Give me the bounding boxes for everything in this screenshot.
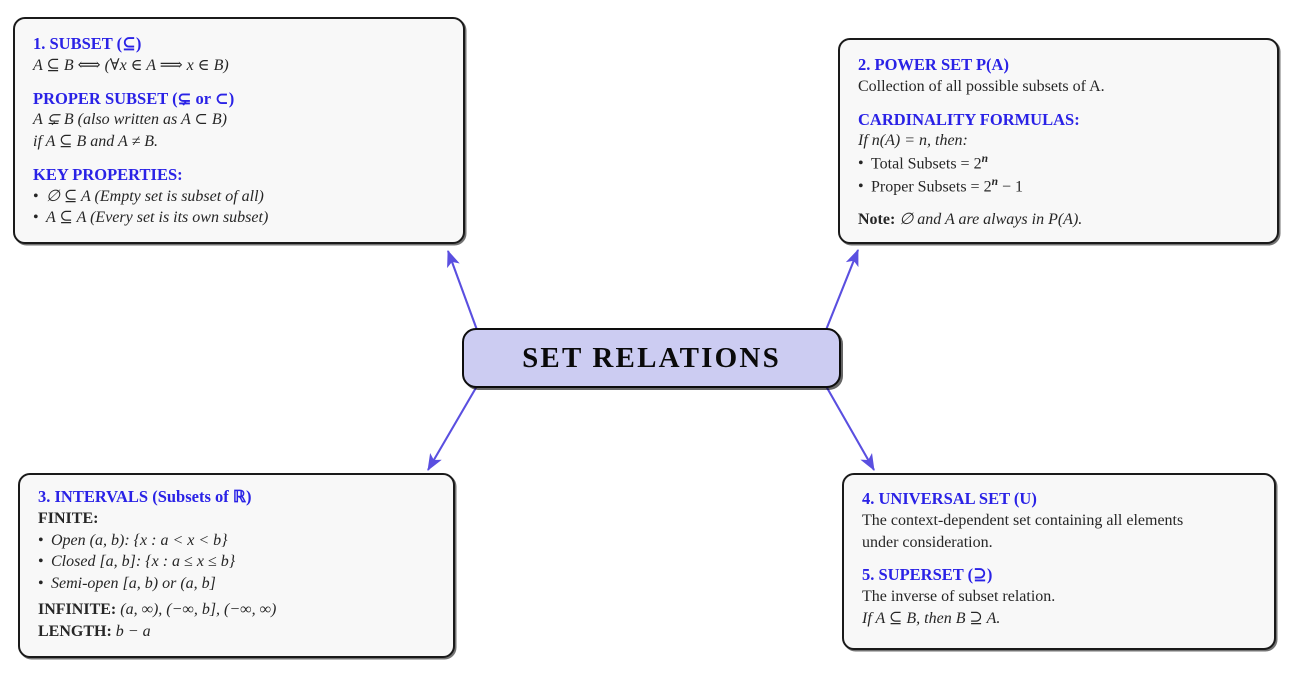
length-row: LENGTH: b − a — [38, 621, 435, 643]
proper-subsets-text: Proper Subsets = 2 — [871, 178, 992, 196]
intervals-heading: 3. INTERVALS (Subsets of ℝ) — [38, 487, 252, 506]
superset-line-2: If A ⊆ B, then B ⊇ A. — [862, 609, 1001, 627]
infinite-value: (a, ∞), (−∞, b], (−∞, ∞) — [120, 600, 277, 618]
infinite-row: INFINITE: (a, ∞), (−∞, b], (−∞, ∞) — [38, 599, 435, 621]
arrow-center-to-subset — [447, 250, 478, 331]
infinite-label: INFINITE: — [38, 600, 117, 618]
arrow-center-to-universal — [825, 385, 875, 471]
key-property-2: A ⊆ A (Every set is its own subset) — [33, 207, 445, 229]
subset-definition: A ⊆ B ⟺ (∀x ∈ A ⟹ x ∈ B) — [33, 56, 229, 74]
power-set-note: Note: ∅ and A are always in P(A). — [858, 209, 1259, 231]
arrow-center-to-intervals — [427, 385, 478, 471]
node-power-set[interactable]: 2. POWER SET P(A) Collection of all poss… — [838, 38, 1279, 244]
node-intervals[interactable]: 3. INTERVALS (Subsets of ℝ) FINITE: Open… — [18, 473, 455, 658]
note-text: ∅ and A are always in P(A). — [899, 211, 1083, 229]
node-intervals-content: 3. INTERVALS (Subsets of ℝ) FINITE: Open… — [20, 475, 453, 652]
node-universal-set-content: 4. UNIVERSAL SET (U) The context-depende… — [844, 475, 1274, 640]
spacer — [858, 198, 1259, 209]
proper-subsets-suffix: − 1 — [997, 178, 1024, 196]
interval-open: Open (a, b): {x : a < x < b} — [38, 530, 435, 552]
spacer — [33, 153, 445, 164]
node-subset[interactable]: 1. SUBSET (⊆) A ⊆ B ⟺ (∀x ∈ A ⟹ x ∈ B) P… — [13, 17, 465, 244]
length-value: b − a — [115, 622, 151, 640]
subset-heading: 1. SUBSET (⊆) — [33, 34, 142, 53]
total-subsets-exponent: n — [981, 153, 988, 166]
proper-subsets-exponent: n — [991, 176, 998, 189]
total-subsets-text: Total Subsets = 2 — [871, 155, 982, 173]
finite-label: FINITE: — [38, 509, 99, 527]
note-label: Note: — [858, 211, 896, 229]
cardinality-premise: If n(A) = n, then: — [858, 132, 968, 150]
key-properties-heading: KEY PROPERTIES: — [33, 164, 183, 184]
arrow-center-to-power-set — [825, 249, 859, 331]
power-set-heading: 2. POWER SET P(A) — [858, 55, 1009, 74]
spacer — [862, 553, 1256, 564]
superset-heading: 5. SUPERSET (⊇) — [862, 565, 993, 585]
cardinality-bullet-1: Total Subsets = 2n — [858, 152, 1259, 175]
node-power-set-content: 2. POWER SET P(A) Collection of all poss… — [840, 40, 1277, 241]
key-property-1: ∅ ⊆ A (Empty set is subset of all) — [33, 186, 445, 208]
power-set-definition: Collection of all possible subsets of A. — [858, 77, 1105, 95]
proper-subset-line-2: if A ⊆ B and A ≠ B. — [33, 133, 159, 151]
center-node-label: SET RELATIONS — [522, 341, 781, 374]
spacer — [858, 98, 1259, 109]
proper-subset-heading: PROPER SUBSET (⊊ or ⊂) — [33, 88, 235, 108]
universal-set-line-1: The context-dependent set containing all… — [862, 511, 1184, 529]
universal-set-heading: 4. UNIVERSAL SET (U) — [862, 489, 1037, 508]
node-universal-set[interactable]: 4. UNIVERSAL SET (U) The context-depende… — [842, 473, 1276, 650]
interval-semi-open: Semi-open [a, b) or (a, b] — [38, 573, 435, 595]
universal-set-line-2: under consideration. — [862, 533, 993, 551]
superset-line-1: The inverse of subset relation. — [862, 588, 1056, 606]
node-subset-content: 1. SUBSET (⊆) A ⊆ B ⟺ (∀x ∈ A ⟹ x ∈ B) P… — [15, 19, 463, 239]
interval-closed: Closed [a, b]: {x : a ≤ x ≤ b} — [38, 551, 435, 573]
center-node-set-relations[interactable]: SET RELATIONS — [462, 328, 841, 388]
spacer — [33, 77, 445, 88]
length-label: LENGTH: — [38, 622, 112, 640]
cardinality-heading: CARDINALITY FORMULAS: — [858, 109, 1080, 129]
cardinality-bullet-2: Proper Subsets = 2n − 1 — [858, 175, 1259, 198]
proper-subset-line-1: A ⊊ B (also written as A ⊂ B) — [33, 111, 227, 129]
